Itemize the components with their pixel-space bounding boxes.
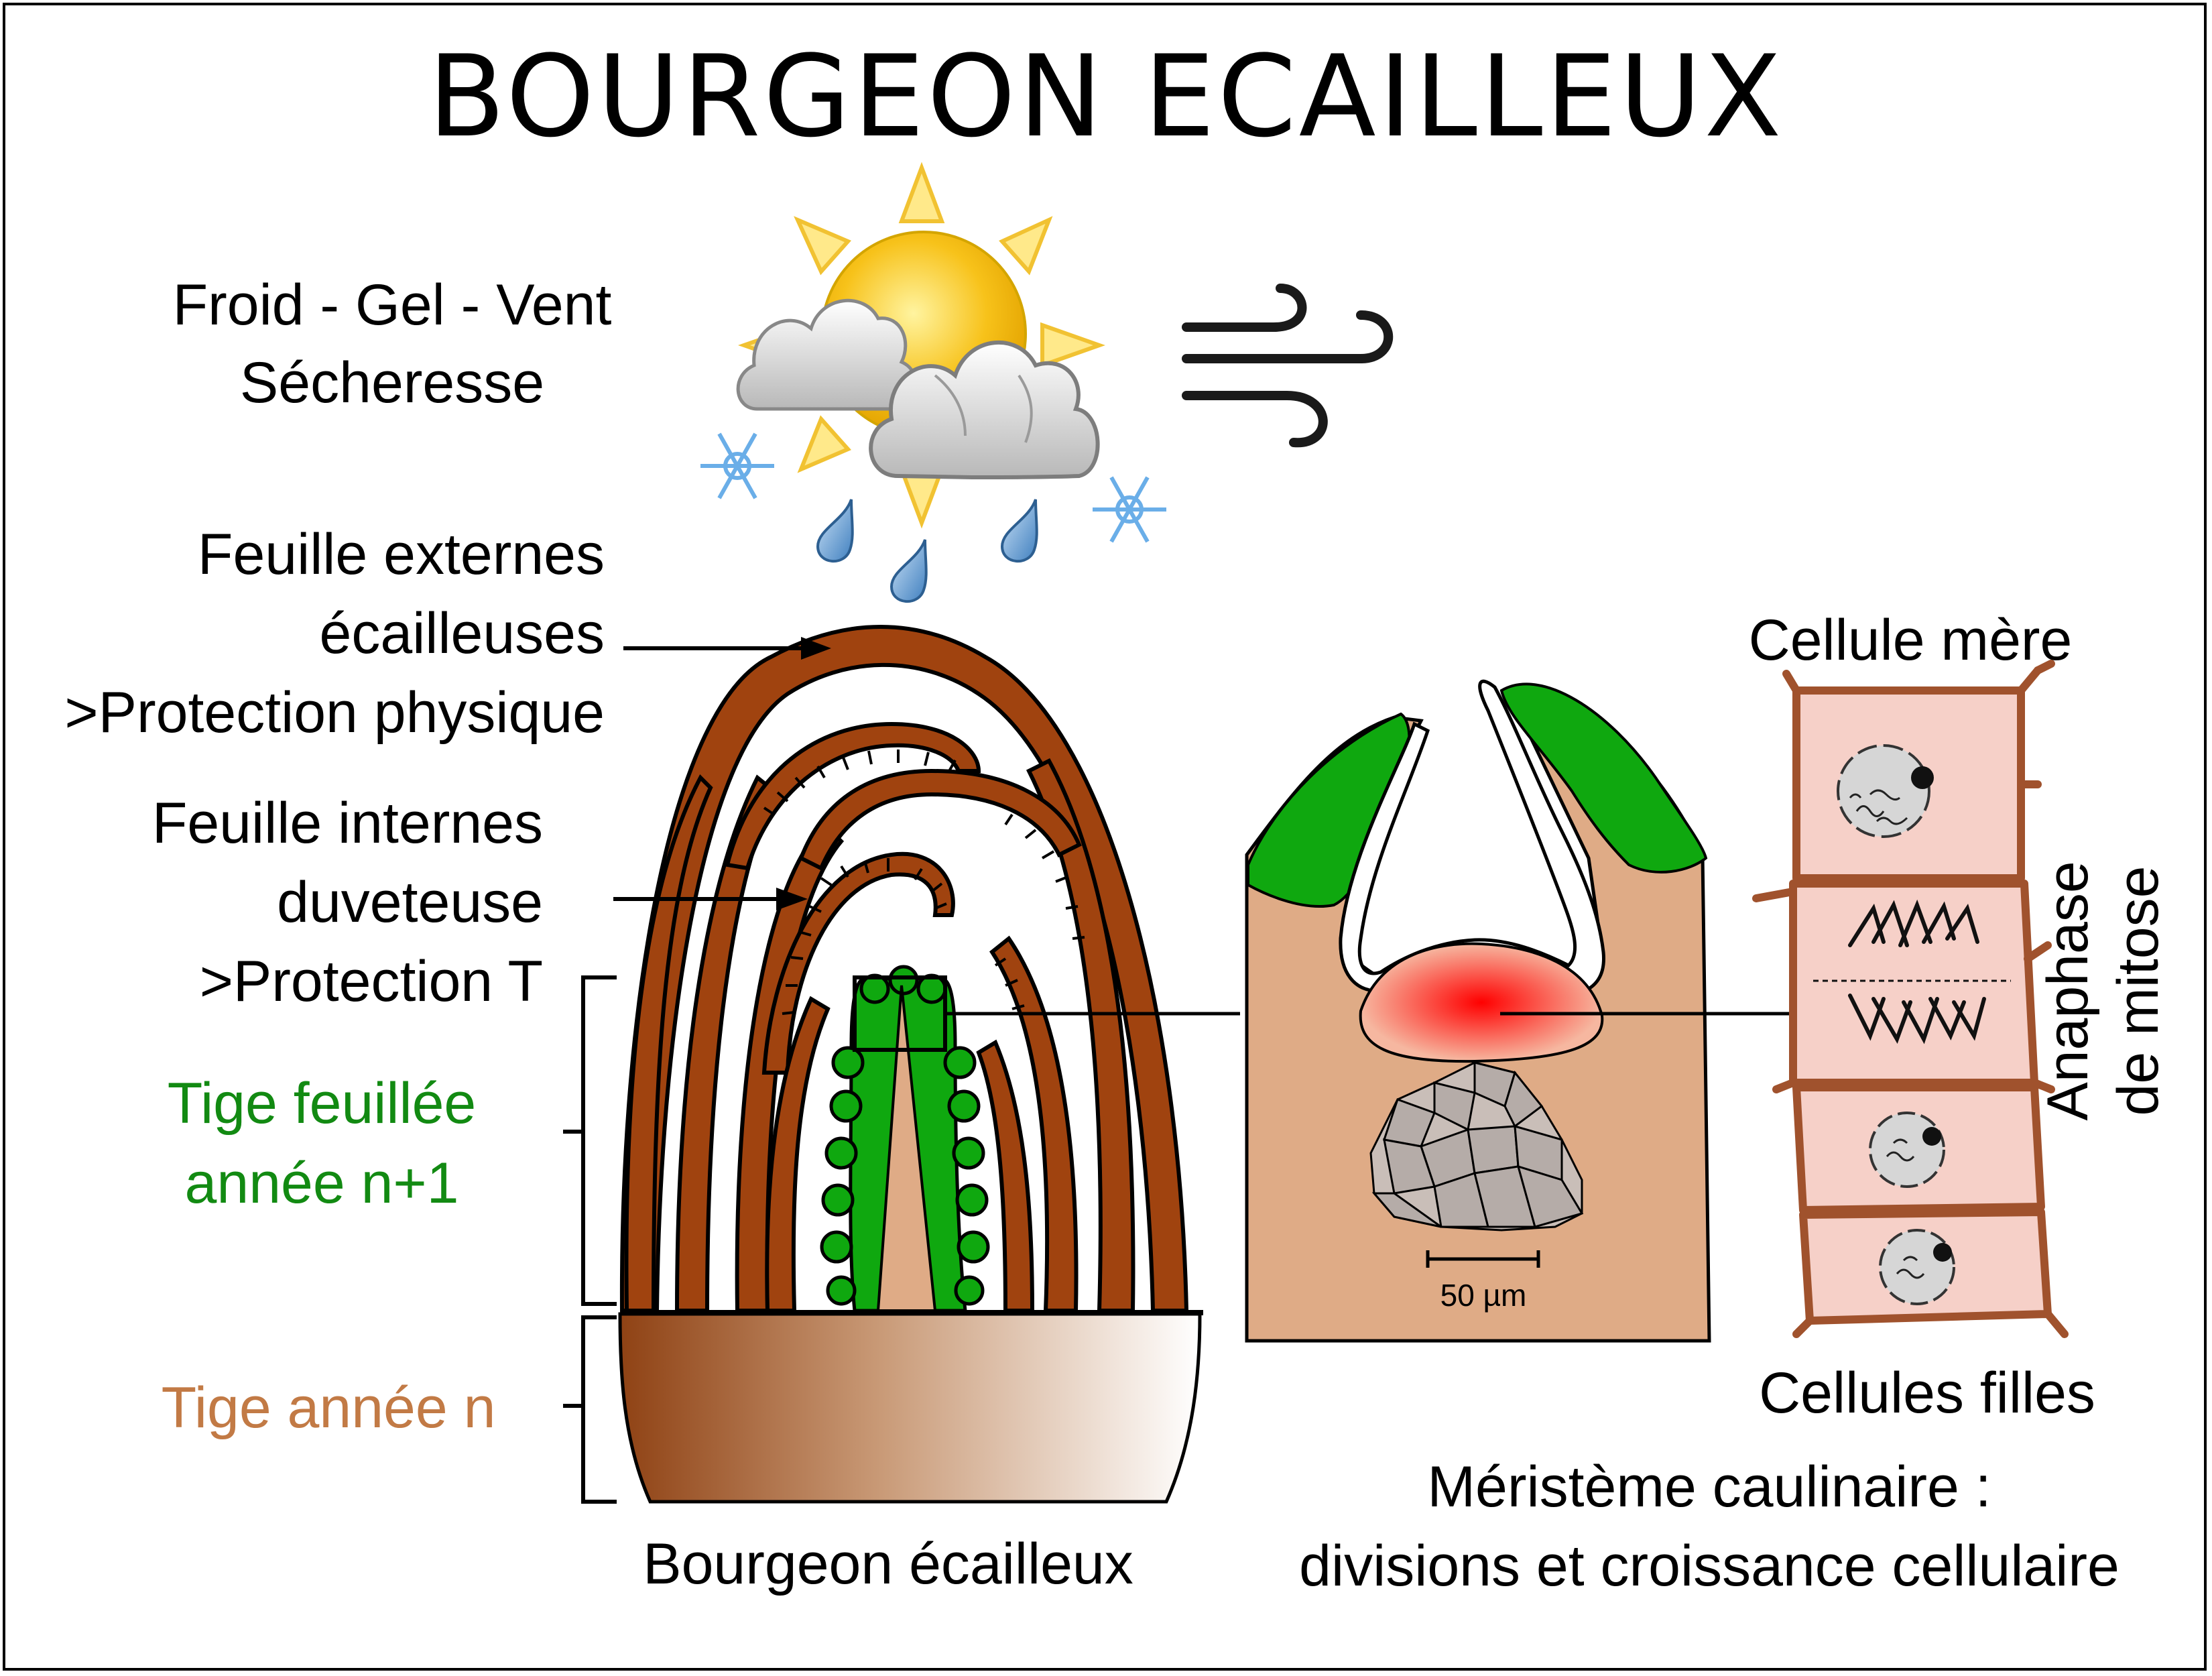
bud-diagram [563, 625, 1240, 1504]
weather-line-1: Froid - Gel - Vent [172, 273, 612, 337]
scale-bar-label: 50 µm [1440, 1278, 1527, 1313]
inner-scale-b [765, 996, 831, 1313]
scale-2b [735, 821, 845, 1313]
weather-line-2: Sécheresse [239, 351, 545, 415]
inner-scale [761, 851, 955, 1075]
outer-scale [619, 625, 1189, 1313]
wind-icon [1182, 284, 1394, 448]
outer-leaf-label-2: écailleuses [319, 601, 605, 666]
daughter-nucleus-1 [1869, 1112, 1945, 1188]
stem-next-label-2: année n+1 [184, 1151, 459, 1215]
cell-column [1752, 660, 2069, 1338]
mother-cell-nucleus [1837, 744, 1934, 838]
inner-leaf-label-3: >Protection T [199, 949, 543, 1014]
bracket-stem-current [563, 1315, 617, 1504]
meristem-section: 50 µm [1245, 679, 1803, 1343]
scale-left-outer [624, 774, 713, 1313]
figure-title: BOURGEON ECAILLEUX [428, 31, 1784, 162]
weather-icon-group [700, 162, 1394, 603]
figure-border [3, 3, 2207, 1671]
outer-leaf-label-3: >Protection physique [64, 680, 605, 745]
outer-leaf-arrowhead [801, 637, 831, 660]
scale-right-2 [989, 935, 1079, 1313]
scale-bar [1426, 1250, 1540, 1268]
scale-right-1 [1026, 758, 1135, 1313]
outer-leaf-label-1: Feuille externes [197, 522, 605, 587]
arch-scale-1 [725, 721, 981, 871]
meristem-caption-1: Méristème caulinaire : [1427, 1455, 1991, 1519]
inner-leaf-arrowhead [776, 888, 808, 910]
leaf-hairs [763, 750, 1085, 1015]
neighbor-cell-walls [1752, 660, 2069, 1338]
mother-cell-label: Cellule mère [1748, 608, 2073, 672]
bud-caption: Bourgeon écailleux [643, 1532, 1133, 1596]
raindrop-icon [816, 499, 1038, 603]
inner-leaf-label-1: Feuille internes [151, 791, 543, 855]
scale-right-3 [976, 1039, 1035, 1313]
snowflake-icon [700, 432, 1166, 543]
back-cloud-icon [736, 298, 918, 411]
stem-core [876, 985, 937, 1312]
cell-cluster [1369, 1061, 1584, 1232]
daughter-cells-label: Cellules filles [1759, 1361, 2095, 1425]
stem-year-n [618, 1312, 1202, 1504]
daughter-nucleus-2 [1879, 1229, 1955, 1305]
inner-leaf-label-2: duveteuse [277, 870, 543, 935]
cloud-icon [869, 341, 1100, 480]
meristem-zone [1359, 942, 1604, 1063]
leaf-primordium-right [1499, 682, 1708, 874]
stem-current-label: Tige année n [161, 1376, 496, 1440]
anaphase-chromosomes [1848, 899, 1986, 1044]
bracket-stem-next [563, 975, 617, 1306]
meristem-caption-2: divisions et croissance cellulaire [1299, 1534, 2119, 1598]
arch-scale-2 [798, 768, 1082, 872]
stem-next-label-1: Tige feuillée [167, 1071, 477, 1136]
